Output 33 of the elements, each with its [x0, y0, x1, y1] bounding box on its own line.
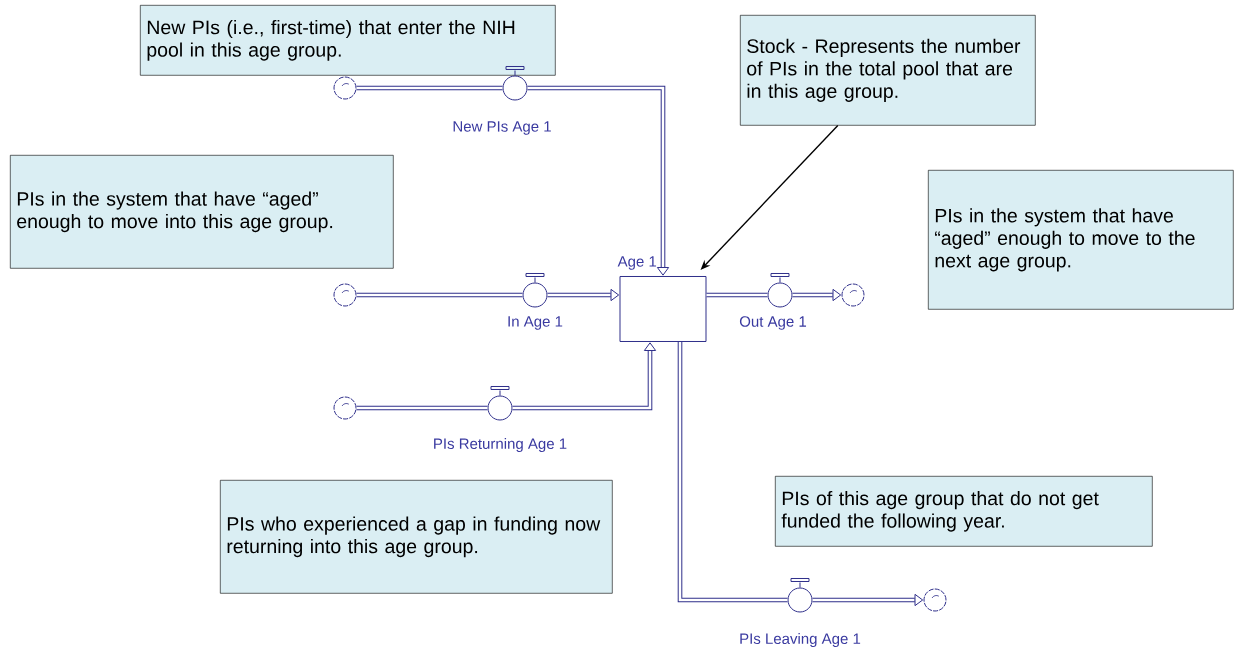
valve-symbol [487, 386, 513, 421]
cloud-symbol [333, 283, 357, 307]
flow-label: PIs Returning Age 1 [434, 438, 567, 452]
flow-label: PIs Leaving Age 1 [740, 633, 861, 647]
valve-symbol [502, 66, 528, 101]
flow-pipe [356, 292, 523, 298]
cloud-symbol [333, 76, 357, 100]
cloud-symbol [333, 396, 357, 420]
flow-pipe [706, 292, 768, 298]
valve-symbol [767, 273, 793, 308]
callout-box: PIs in the system that have “aged” enough to move into this age group. [10, 155, 394, 269]
flow-pipe [356, 85, 503, 91]
flow-pipe [527, 85, 670, 276]
flow-label: In Age 1 [508, 316, 563, 330]
callout-box: PIs who experienced a gap in funding now returning into this age group. [220, 480, 613, 594]
flow-label: New PIs Age 1 [453, 121, 551, 135]
valve-symbol [787, 578, 813, 613]
flow-pipe [356, 405, 488, 411]
cloud-symbol [841, 283, 865, 307]
valve-symbol [522, 273, 548, 308]
callout-box: PIs in the system that have “aged” enough to move to the next age group. [928, 170, 1234, 310]
flow-pipe [812, 593, 924, 607]
flow-pipe [677, 342, 788, 603]
callout-box: PIs of this age group that do not get funded the following year. [775, 476, 1153, 547]
node-label: Age 1 [617, 256, 657, 270]
cloud-symbol [923, 588, 947, 612]
flow-pipe [792, 288, 842, 302]
flow-pipe [547, 288, 620, 302]
flow-label: Out Age 1 [739, 316, 807, 330]
callout-box: Stock - Represents the number of PIs in the total pool that are in this age group. [740, 15, 1036, 126]
flow-pipe [512, 342, 657, 411]
stock-box: Age 1 [617, 256, 707, 342]
callout-box: New PIs (i.e., first-time) that enter the NIH pool in this age group. [140, 5, 556, 76]
